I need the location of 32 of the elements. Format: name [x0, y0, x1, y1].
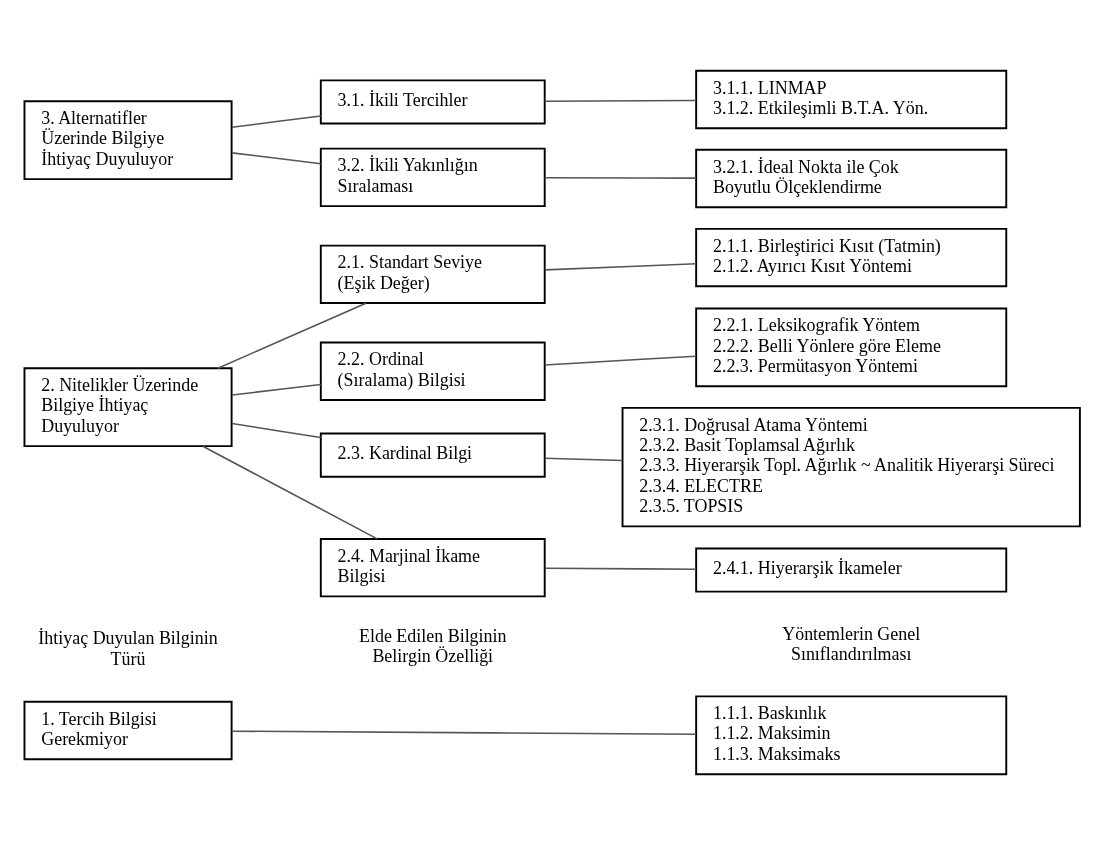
- connector: [544, 457, 624, 462]
- node-box: 3.1. İkili Tercihler: [319, 79, 546, 125]
- node-box: 3. Alternatifler Üzerinde Bilgiye İhtiyaç Duyuluyor: [23, 100, 233, 181]
- node-box: 2.2.1. Leksikografik Yöntem 2.2.2. Belli Yönlere göre Eleme 2.2.3. Permütasyon Yöntemi: [695, 307, 1008, 388]
- node-box: 2.4. Marjinal İkame Bilgisi: [319, 538, 546, 598]
- label: Yöntemlerin Genel Sınıflandırılması: [782, 623, 921, 664]
- connector: [217, 302, 367, 370]
- node-box: 2.1.1. Birleştirici Kısıt (Tatmin) 2.1.2. Ayırıcı Kısıt Yöntemi: [695, 227, 1008, 288]
- label: İhtiyaç Duyulan Bilginin Türü: [38, 628, 218, 669]
- connector: [231, 422, 322, 439]
- connector: [544, 99, 697, 103]
- connector: [231, 152, 322, 165]
- connector: [231, 115, 322, 128]
- node-box: 2.4.1. Hiyerarşik İkameler: [695, 547, 1008, 593]
- connector: [544, 567, 697, 570]
- connector: [202, 445, 378, 540]
- node-box: 3.2.1. İdeal Nokta ile Çok Boyutlu Ölçeklendirme: [695, 148, 1008, 209]
- connector: [544, 263, 697, 271]
- node-box: 1.1.1. Baskınlık 1.1.2. Maksimin 1.1.3. Maksimaks: [695, 695, 1008, 776]
- connector: [230, 730, 697, 736]
- node-box: 2. Nitelikler Üzerinde Bilgiye İhtiyaç Duyuluyor: [23, 367, 233, 448]
- connector: [544, 355, 697, 366]
- node-box: 1. Tercih Bilgisi Gerekmiyor: [23, 700, 233, 761]
- node-box: 2.3. Kardinal Bilgi: [319, 432, 546, 478]
- node-box: 2.2. Ordinal (Sıralama) Bilgisi: [319, 341, 546, 401]
- node-box: 3.2. İkili Yakınlığın Sıralaması: [319, 147, 546, 208]
- label: Elde Edilen Bilginin Belirgin Özelliği: [359, 625, 507, 667]
- node-box: 3.1.1. LINMAP 3.1.2. Etkileşimli B.T.A. Yön.: [695, 69, 1008, 130]
- connector: [544, 176, 697, 179]
- node-box: 2.3.1. Doğrusal Atama Yöntemi 2.3.2. Basit Toplamsal Ağırlık 2.3.3. Hiyerarşik Topl. Ağırlık ~ Analitik Hiyerarşi Süreci 2.3.4. ELECTRE 2.3.5. TOPSIS: [621, 406, 1081, 528]
- node-box: 2.1. Standart Seviye (Eşik Değer): [319, 244, 546, 305]
- connector: [231, 383, 322, 396]
